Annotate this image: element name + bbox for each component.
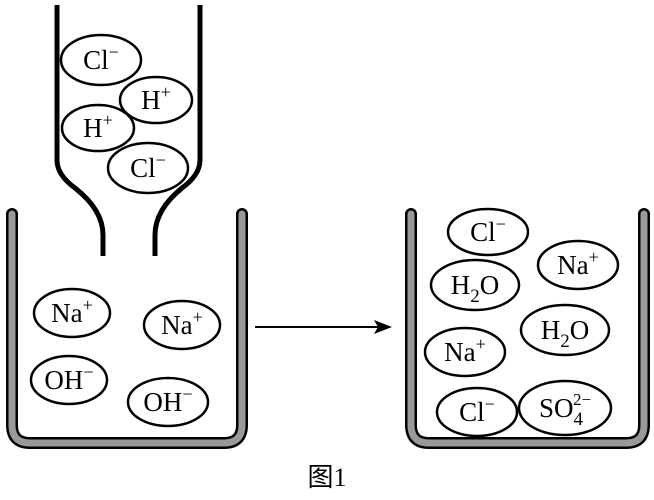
ion-cl: Cl−: [446, 207, 530, 257]
ion-oh: OH−: [29, 354, 109, 406]
ion-label: Cl−: [83, 42, 119, 75]
ion-na: Na+: [142, 299, 222, 351]
ion-ellipse: [29, 354, 109, 406]
ion-symbol: Cl: [130, 153, 156, 183]
ion-ellipse: [423, 326, 507, 378]
ion-na: Na+: [536, 239, 620, 291]
ion-charge: +: [193, 307, 203, 327]
ion-label: Na+: [444, 334, 486, 367]
ion-symbol: Na: [51, 298, 82, 328]
ion-na: Na+: [32, 287, 112, 339]
ion-label: OH−: [44, 362, 93, 395]
ion-symbol: H: [451, 270, 471, 300]
ion-oh: OH−: [126, 376, 210, 428]
ion-symbol-tail: O: [570, 315, 590, 345]
ion-subscript: 2: [470, 286, 480, 307]
ion-symbol: OH: [143, 387, 182, 417]
ion-label: H+: [83, 110, 113, 143]
ion-symbol: SO: [539, 393, 574, 423]
ion-cl: Cl−: [59, 33, 143, 87]
ion-symbol: Cl: [83, 45, 109, 75]
left-beaker-wall: [8, 210, 246, 447]
ion-h2o: H2O: [519, 303, 611, 357]
ion-charge: +: [589, 247, 599, 267]
ion-symbol-tail: O: [480, 270, 500, 300]
funnel-right-wall: [152, 5, 203, 256]
ion-label: H2O: [541, 315, 590, 352]
ion-symbol: OH: [44, 365, 83, 395]
ion-ellipse: [517, 379, 613, 437]
ion-symbol: Cl: [470, 217, 496, 247]
ion-label: Cl−: [459, 394, 495, 427]
ion-charge: +: [103, 110, 113, 130]
ion-ellipse: [536, 239, 620, 291]
ion-cl: Cl−: [435, 386, 519, 438]
ion-symbol: Na: [557, 250, 588, 280]
ion-ellipse: [435, 386, 519, 438]
ion-h2o: H2O: [429, 258, 521, 312]
ion-symbol: H: [141, 85, 161, 115]
ion-ellipse: [429, 258, 521, 312]
ion-charge: +: [83, 295, 93, 315]
ion-symbol: H: [541, 315, 561, 345]
ion-label: OH−: [143, 384, 192, 417]
ion-charge: −: [109, 42, 119, 62]
ion-label: Na+: [557, 247, 599, 280]
ion-charge: +: [476, 334, 486, 354]
ion-ellipse: [142, 299, 222, 351]
ion-h: H+: [118, 75, 194, 125]
ion-cl: Cl−: [106, 141, 190, 195]
ion-na: Na+: [423, 326, 507, 378]
ion-charge: 2−: [573, 390, 591, 409]
ion-h: H+: [60, 103, 136, 153]
ion-label: Cl−: [470, 214, 506, 247]
arrow-head-icon: [374, 320, 392, 334]
ion-label: Na+: [161, 307, 203, 340]
ion-label: H+: [141, 82, 171, 115]
ion-charge: +: [161, 82, 171, 102]
ion-charge: −: [485, 394, 495, 414]
ions-layer: Cl−H+H+Cl−Na+Na+OH−OH−Cl−Na+H2OH2ONa+Cl−…: [29, 33, 620, 438]
ion-subscript: 2: [560, 331, 570, 352]
right-beaker-wall: [407, 210, 648, 447]
ion-label: H2O: [451, 270, 500, 307]
ion-charge: −: [182, 384, 192, 404]
ion-ellipse: [118, 75, 194, 125]
ion-ellipse: [59, 33, 143, 87]
ion-ellipse: [446, 207, 530, 257]
ion-charge: −: [496, 214, 506, 234]
ion-ellipse: [519, 303, 611, 357]
ion-symbol: Na: [161, 310, 192, 340]
ion-symbol: H: [83, 113, 103, 143]
ion-label: Cl−: [130, 150, 166, 183]
ion-subscript: 4: [573, 409, 583, 430]
ion-ellipse: [106, 141, 190, 195]
ion-ellipse: [60, 103, 136, 153]
ion-charge: −: [156, 150, 166, 170]
ion-label: Na+: [51, 295, 93, 328]
figure-caption: 图1: [307, 463, 346, 492]
ion-symbol: Na: [444, 337, 475, 367]
ion-so4: SO42−: [517, 379, 613, 437]
ion-ellipse: [126, 376, 210, 428]
ion-symbol: Cl: [459, 397, 485, 427]
ion-charge: −: [83, 362, 93, 382]
funnel-left-wall: [54, 5, 106, 256]
ion-label: SO42−: [539, 390, 591, 430]
ion-ellipse: [32, 287, 112, 339]
